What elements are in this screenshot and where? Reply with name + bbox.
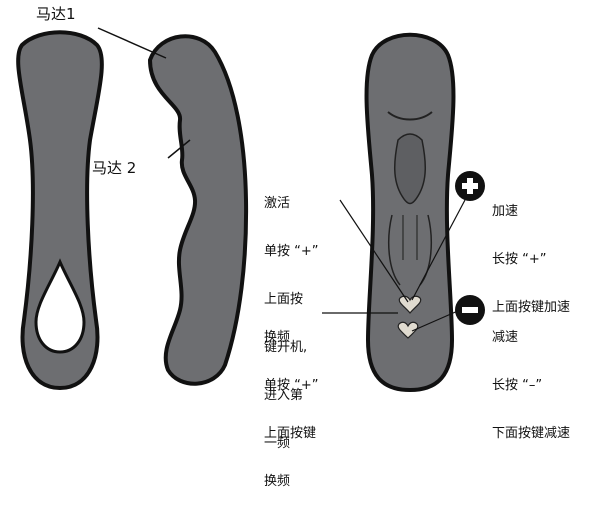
right-device (367, 35, 454, 390)
speed-down-line: 减速 (492, 330, 570, 346)
activate-line: 激活 (264, 196, 319, 212)
motor2-label: 马达 2 (92, 160, 136, 177)
speed-up-line: 长按 “+” (492, 252, 570, 268)
middle-device (98, 28, 246, 384)
switch-freq-line: 换频 (264, 474, 319, 490)
motor1-label: 马达1 (36, 6, 76, 23)
switch-freq-line: 上面按键 (264, 426, 319, 442)
left-device (18, 32, 102, 388)
speed-down-line: 下面按键减速 (492, 426, 570, 442)
switch-freq-note: 换频 单按 “+” 上面按键 换频 (264, 298, 319, 506)
minus-circle-icon (455, 295, 485, 325)
activate-line: 单按 “+” (264, 244, 319, 260)
speed-down-note: 减速 长按 “–” 下面按键减速 (492, 298, 570, 458)
plus-circle-icon (455, 171, 485, 201)
speed-up-line: 加速 (492, 204, 570, 220)
switch-freq-line: 换频 (264, 330, 319, 346)
